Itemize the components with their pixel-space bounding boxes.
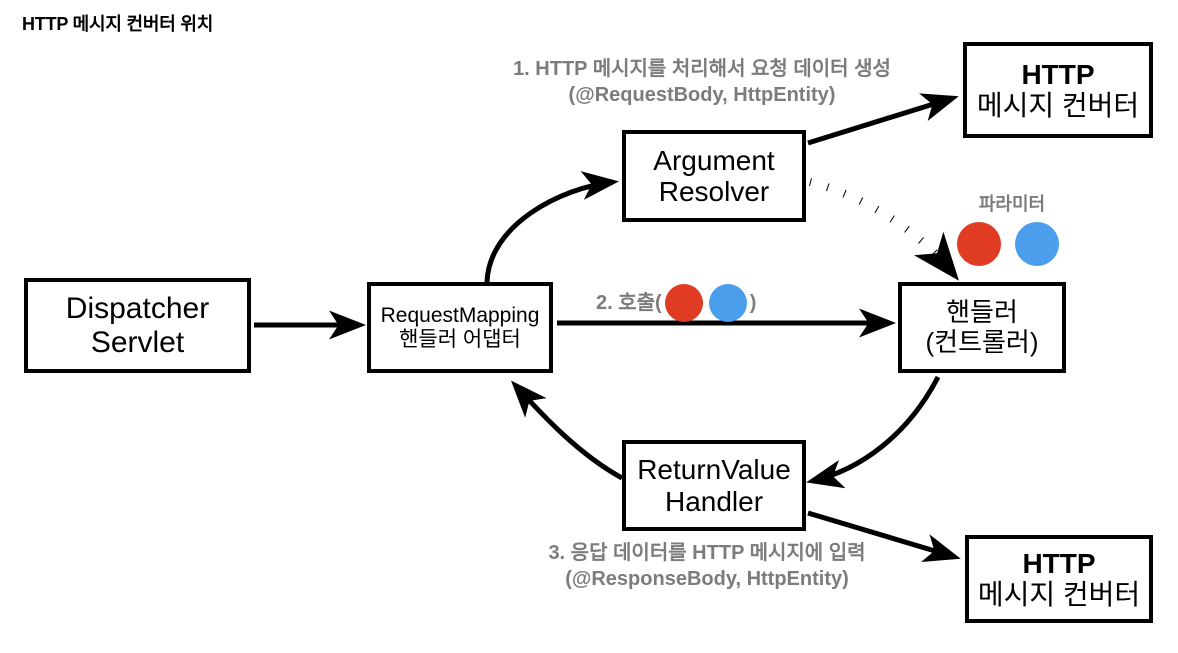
node-request-mapping-adapter-line1: RequestMapping <box>380 303 540 327</box>
node-dispatcher-servlet-line2: Servlet <box>90 325 185 359</box>
label-step-3-line1: 3. 응답 데이터를 HTTP 메시지에 입력 <box>548 542 866 564</box>
edge-request-mapping-to-argument-resolver <box>484 171 619 283</box>
page-title: HTTP 메시지 컨버터 위치 <box>22 14 214 34</box>
label-step-2: 2. 호출( ) <box>596 284 756 322</box>
label-step-3: 3. 응답 데이터를 HTTP 메시지에 입력 (@ResponseBody, … <box>492 540 922 593</box>
parameter-dots-group <box>957 222 1059 266</box>
label-parameter: 파라미터 <box>978 194 1046 214</box>
node-return-value-handler-line1: ReturnValue <box>637 454 791 486</box>
node-http-message-converter-bottom[interactable]: HTTP 메시지 컨버터 <box>965 535 1153 623</box>
node-handler-controller[interactable]: 핸들러 (컨트롤러) <box>898 282 1066 373</box>
node-argument-resolver-line2: Resolver <box>658 176 770 207</box>
node-argument-resolver[interactable]: Argument Resolver <box>622 130 806 222</box>
node-handler-controller-line1: 핸들러 <box>946 297 1018 328</box>
node-request-mapping-adapter[interactable]: RequestMapping 핸들러 어댑터 <box>367 282 553 373</box>
node-http-message-converter-top-line2: 메시지 컨버터 <box>976 90 1140 121</box>
label-step-1: 1. HTTP 메시지를 처리해서 요청 데이터 생성 (@RequestBod… <box>462 56 942 109</box>
parameter-dot-blue-inline <box>708 284 747 322</box>
parameter-dot-red-inline <box>664 284 703 322</box>
node-argument-resolver-line1: Argument <box>653 144 775 176</box>
node-dispatcher-servlet-line1: Dispatcher <box>65 291 210 325</box>
node-return-value-handler-line2: Handler <box>664 485 764 517</box>
node-return-value-handler[interactable]: ReturnValue Handler <box>622 440 806 531</box>
label-step-3-line2: (@ResponseBody, HttpEntity) <box>565 568 849 591</box>
label-step-1-line2: (@RequestBody, HttpEntity) <box>568 84 836 107</box>
edge-argument-resolver-to-handler <box>809 178 960 281</box>
node-http-message-converter-bottom-line2: 메시지 컨버터 <box>977 579 1141 610</box>
parameter-dot-blue <box>1015 222 1059 266</box>
label-step-2-suffix: ) <box>749 291 757 314</box>
edge-handler-to-return-value-handler <box>806 375 941 489</box>
label-step-2-prefix: 2. 호출( <box>596 291 662 314</box>
node-handler-controller-line2: (컨트롤러) <box>925 326 1039 357</box>
node-http-message-converter-top[interactable]: HTTP 메시지 컨버터 <box>963 42 1153 138</box>
parameter-dot-red <box>957 222 1001 266</box>
node-http-message-converter-top-line1: HTTP <box>1021 58 1095 90</box>
node-dispatcher-servlet[interactable]: Dispatcher Servlet <box>24 278 251 373</box>
node-http-message-converter-bottom-line1: HTTP <box>1022 547 1096 579</box>
node-request-mapping-adapter-line2: 핸들러 어댑터 <box>399 327 521 351</box>
label-step-1-line1: 1. HTTP 메시지를 처리해서 요청 데이터 생성 <box>513 58 891 80</box>
edge-return-value-handler-to-request-mapping <box>510 380 624 481</box>
